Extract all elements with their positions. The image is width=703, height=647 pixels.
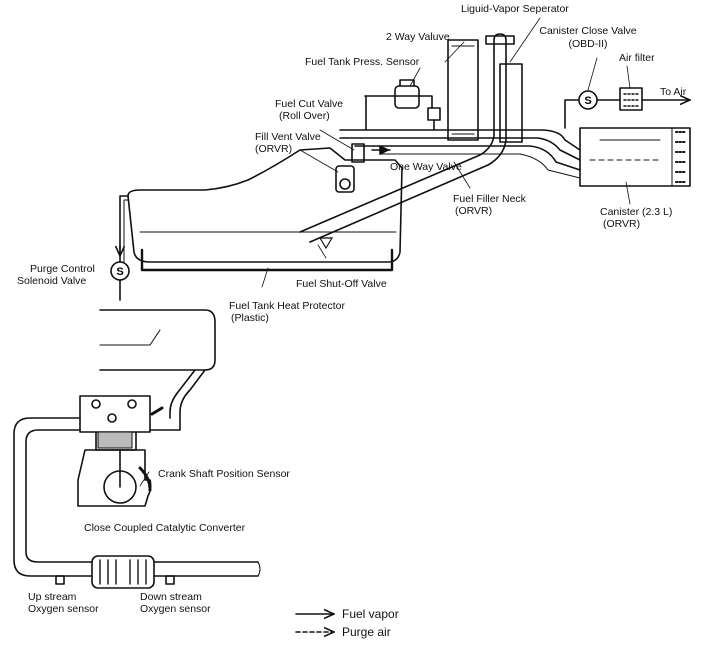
vapor-line — [339, 129, 581, 151]
label-fuel-filler-neck: Fuel Filler Neck — [453, 193, 526, 205]
label-fuel-cut-valve: Fuel Cut Valve — [275, 98, 344, 110]
intake-manifold — [99, 309, 216, 371]
label-fill-vent-orvr: (ORVR) — [255, 143, 293, 155]
engine-block — [79, 395, 151, 433]
label-one-way-valve: One Way Valve — [390, 161, 462, 173]
label-air-filter: Air filter — [619, 52, 655, 64]
purge-line — [119, 195, 129, 263]
label-fuel-shutoff-valve: Fuel Shut-Off Valve — [296, 278, 387, 290]
label-liquid-vapor-separator: Liguid-Vapor Seperator — [461, 3, 569, 15]
label-canister-close-valve-obd: (OBD-II) — [568, 38, 608, 50]
label-purge-control: Purge Control — [30, 263, 95, 275]
label-fuel-filler-neck-orvr: (ORVR) — [455, 205, 493, 217]
label-upstream-oxygen: Oxygen sensor — [28, 603, 99, 615]
label-solenoid-valve: Solenoid Valve — [17, 275, 87, 287]
label-fuel-cut-roll-over: (Roll Over) — [279, 110, 330, 122]
heat-protector — [140, 248, 394, 272]
label-heat-protector-plastic: (Plastic) — [231, 312, 269, 324]
legend-fuel-vapor: Fuel vapor — [342, 607, 399, 621]
two-way-valve — [427, 107, 441, 121]
catalytic-converter — [91, 555, 155, 589]
fill-vent-valve — [335, 165, 355, 193]
label-heat-protector: Fuel Tank Heat Protector — [229, 300, 345, 312]
label-canister-orvr: (ORVR) — [603, 218, 641, 230]
canister — [579, 127, 691, 187]
label-to-air: To Air — [660, 86, 687, 98]
canister-close-valve-symbol: S — [584, 95, 591, 107]
fuel-shutoff-valve — [318, 237, 334, 250]
label-canister-close-valve: Canister Close Valve — [539, 25, 637, 37]
label-catalytic-converter: Close Coupled Catalytic Converter — [84, 522, 246, 534]
purge-solenoid-symbol: S — [116, 266, 123, 278]
tank-press-sensor — [394, 85, 420, 109]
label-two-way-valve: 2 Way Valuve — [386, 31, 450, 43]
label-crank-sensor: Crank Shaft Position Sensor — [158, 468, 290, 480]
fuel-cut-valve — [351, 143, 365, 163]
air-filter — [619, 87, 643, 111]
label-tank-press-sensor: Fuel Tank Press. Sensor — [305, 56, 420, 68]
liquid-vapor-separator — [447, 39, 479, 141]
label-upstream: Up stream — [28, 591, 77, 603]
downstream-sensor — [165, 575, 175, 585]
label-canister: Canister (2.3 L) — [600, 206, 673, 218]
exhaust-pipe — [13, 417, 93, 577]
upstream-sensor — [55, 575, 65, 585]
label-fill-vent-valve: Fill Vent Valve — [255, 131, 321, 143]
legend-purge-air: Purge air — [342, 625, 391, 639]
label-downstream: Down stream — [140, 591, 202, 603]
label-downstream-oxygen: Oxygen sensor — [140, 603, 211, 615]
fuel-tank — [127, 147, 403, 263]
